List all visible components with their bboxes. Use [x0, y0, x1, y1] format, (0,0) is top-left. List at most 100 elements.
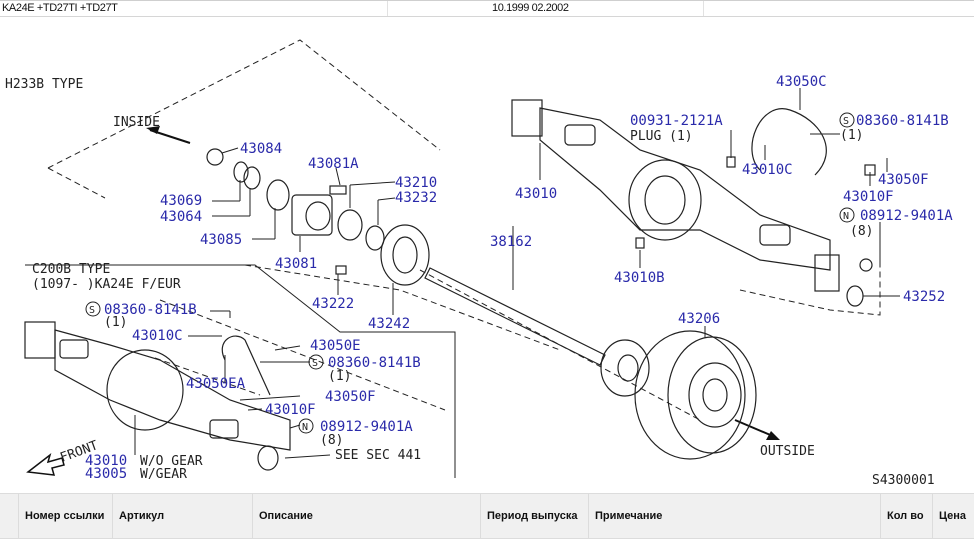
part-43081a-shape[interactable] [329, 185, 347, 195]
callout-43206[interactable]: 43206 [678, 311, 720, 327]
c200b-housing[interactable] [54, 329, 291, 451]
see-section-note[interactable]: SEE SEC 441 [335, 448, 421, 463]
leader-line [247, 408, 263, 411]
part-43069-shape[interactable] [233, 161, 249, 183]
inside-arrow-head [146, 126, 160, 134]
callout-43010[interactable]: 43010 [515, 186, 557, 202]
callout-08360-8141b-left[interactable]: 08360-8141B [104, 302, 197, 318]
part-43252-shape[interactable] [846, 285, 864, 307]
callout-43084[interactable]: 43084 [240, 141, 282, 157]
part-43081-shape[interactable] [291, 194, 333, 236]
callout-43010f-right[interactable]: 43010F [843, 189, 894, 205]
model-info-bar: KA24E +TD27TI +TD27T 10.1999 02.2002 [0, 0, 974, 17]
part-43084-shape[interactable] [206, 148, 224, 166]
parts-diagram[interactable]: H233B TYPE C200B TYPE (1097- )KA24E F/EU… [0, 18, 974, 488]
callout-08360-8141b-middle[interactable]: 08360-8141B [328, 355, 421, 371]
s-mark-icon [308, 354, 324, 370]
drum-hub [702, 378, 728, 412]
callout-43010-wo-gear[interactable]: 43010 [85, 453, 127, 469]
c200b-flange [257, 445, 279, 471]
part-43064-shape[interactable] [243, 166, 261, 190]
callout-43242[interactable]: 43242 [368, 316, 410, 332]
column-header-quantity[interactable]: Кол во [880, 494, 932, 538]
boundary-line [244, 264, 561, 351]
part-43222-shape[interactable] [335, 265, 347, 275]
callout-43252[interactable]: 43252 [903, 289, 945, 305]
callout-43085[interactable]: 43085 [200, 232, 242, 248]
c200b-housing-end [24, 321, 56, 359]
callout-43005-w-gear[interactable]: 43005 [85, 466, 127, 482]
section-title-h233b: H233B TYPE [5, 77, 83, 92]
callout-43010c-right[interactable]: 43010C [742, 162, 793, 178]
spring-seat-right [759, 224, 791, 246]
column-header-note[interactable]: Примечание [588, 494, 880, 538]
qty-note: (1) [104, 315, 127, 330]
callout-43010c-left[interactable]: 43010C [132, 328, 183, 344]
divider [703, 1, 704, 16]
callout-43050f-left[interactable]: 43050F [325, 389, 376, 405]
callout-43050ea[interactable]: 43050EA [186, 376, 246, 392]
callout-43069[interactable]: 43069 [160, 193, 202, 209]
part-00931-shape[interactable] [726, 156, 736, 168]
axle-flange-center [617, 354, 639, 382]
callout-08912-9401a-right[interactable]: 08912-9401A [860, 208, 953, 224]
callout-43010f-left[interactable]: 43010F [265, 402, 316, 418]
callout-43050e[interactable]: 43050E [310, 338, 361, 354]
leader-line [221, 147, 239, 154]
callout-08912-9401a-left[interactable]: 08912-9401A [320, 419, 413, 435]
callout-43081[interactable]: 43081 [275, 256, 317, 272]
qty-note: (1) [840, 128, 863, 143]
callout-43050c[interactable]: 43050C [776, 74, 827, 90]
qty-note: (8) [320, 433, 343, 448]
c200b-spring-seat-right [209, 419, 239, 439]
callout-43010b[interactable]: 43010B [614, 270, 665, 286]
w-gear-note: W/GEAR [140, 467, 187, 482]
part-43242-shape[interactable] [380, 224, 430, 286]
callout-43210[interactable]: 43210 [395, 175, 437, 191]
plug-note: PLUG (1) [630, 129, 693, 144]
part-38162-shape[interactable] [424, 267, 606, 366]
carrier-inner [644, 175, 686, 225]
callout-43222[interactable]: 43222 [312, 296, 354, 312]
column-header-price[interactable]: Цена [932, 494, 974, 538]
callout-08360-8141b-right[interactable]: 08360-8141B [856, 113, 949, 129]
callout-43081a[interactable]: 43081A [308, 156, 359, 172]
n-mark: N [843, 211, 849, 222]
outside-arrow-head [766, 431, 780, 440]
column-header-period[interactable]: Период выпуска [480, 494, 588, 538]
leader-line [239, 395, 301, 401]
housing-end-right [814, 254, 840, 292]
callout-43064[interactable]: 43064 [160, 209, 202, 225]
part-43206-shape[interactable] [634, 330, 746, 460]
leader-line [289, 424, 301, 429]
callout-00931-2121a[interactable]: 00931-2121A [630, 113, 723, 129]
leader-line [377, 197, 396, 201]
boundary-line [154, 357, 261, 396]
differential-carrier [628, 159, 702, 241]
part-43210-shape[interactable] [337, 209, 363, 241]
callout-38162[interactable]: 38162 [490, 234, 532, 250]
part-43081-hub [305, 201, 331, 231]
qty-note: (1) [328, 369, 351, 384]
inside-label: INSIDE [113, 115, 160, 130]
section-title-c200b: C200B TYPE [32, 262, 110, 277]
housing-end-left [511, 99, 543, 137]
part-43010c-tube[interactable] [751, 108, 827, 176]
section-subtitle-c200b: (1097- )KA24E F/EUR [32, 277, 181, 292]
column-header-article[interactable]: Артикул [112, 494, 252, 538]
callout-43050f-right[interactable]: 43050F [878, 172, 929, 188]
s-mark: S [89, 305, 95, 316]
outside-arrow [734, 419, 776, 438]
part-43010b-shape[interactable] [635, 237, 645, 249]
part-43010-housing[interactable] [539, 107, 831, 271]
production-period: 10.1999 02.2002 [492, 2, 569, 14]
boundary-line [159, 299, 446, 411]
column-header-blank [0, 494, 18, 538]
callout-43232[interactable]: 43232 [395, 190, 437, 206]
column-header-ref-number[interactable]: Номер ссылки [18, 494, 112, 538]
part-43085-shape[interactable] [266, 179, 290, 211]
part-43232-shape[interactable] [365, 225, 385, 251]
column-header-description[interactable]: Описание [252, 494, 480, 538]
nut-08912-shape[interactable] [859, 258, 873, 272]
c200b-breather-tube[interactable] [221, 335, 271, 396]
